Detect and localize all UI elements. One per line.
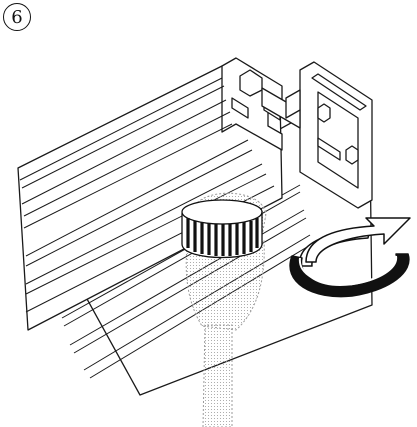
- step-number-badge: 6: [3, 3, 31, 31]
- clockwise-rotation-arrow-icon: [289, 217, 411, 298]
- connector-tool: [181, 192, 267, 427]
- step-number: 6: [11, 6, 23, 28]
- knurled-nut: [181, 199, 263, 259]
- tool-handle: [185, 237, 265, 331]
- tool-shaft: [202, 324, 233, 427]
- connector-bracket: [261, 87, 301, 129]
